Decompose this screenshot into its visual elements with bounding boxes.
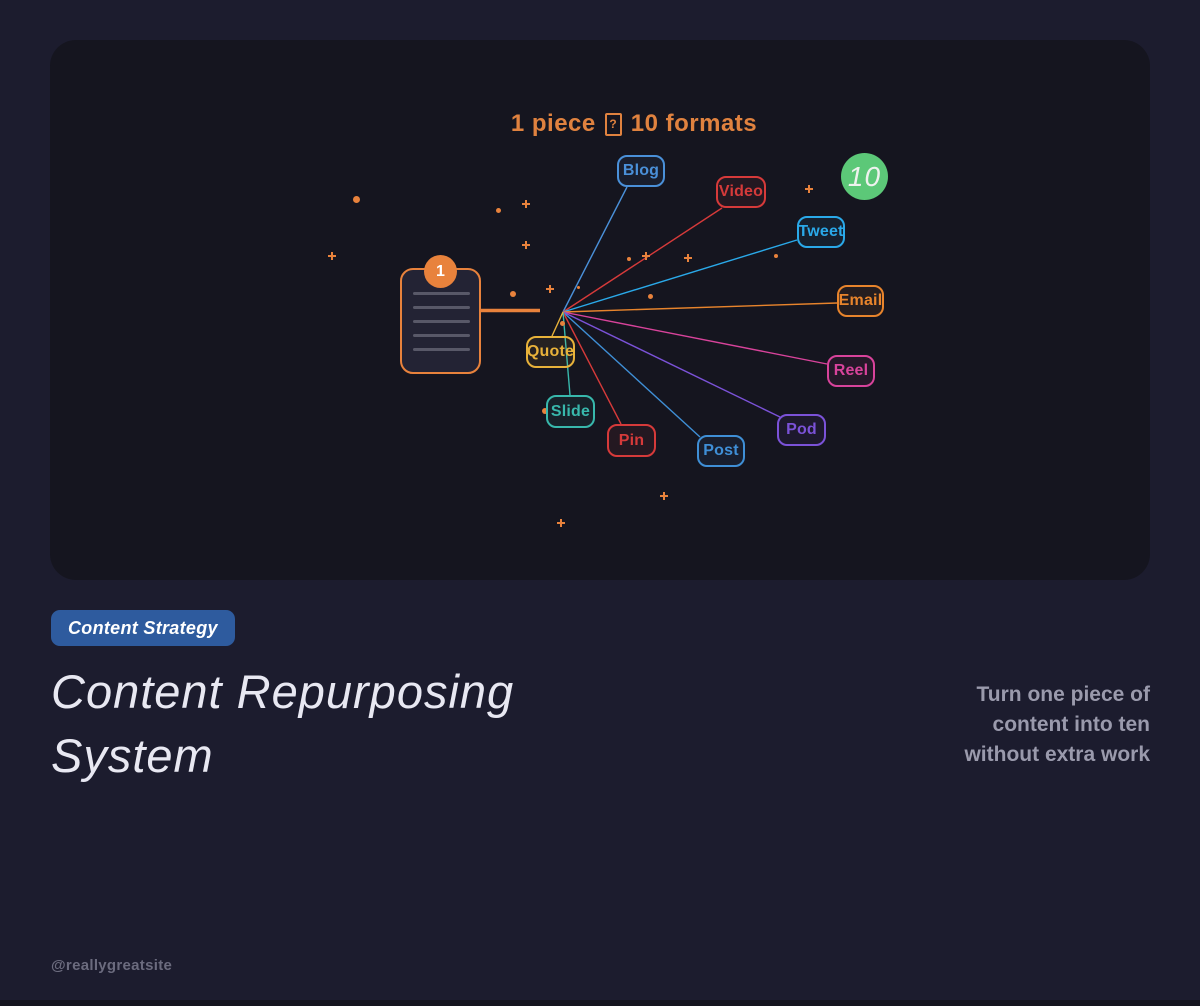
decor-sparkle [328, 252, 336, 260]
node-pod: Pod [777, 414, 826, 446]
decor-dot [647, 293, 653, 299]
page-title: Content Repurposing System [51, 665, 515, 782]
decor-sparkle [684, 254, 692, 262]
category-badge: Content Strategy [51, 610, 235, 646]
node-pin: Pin [607, 424, 656, 457]
decor-sparkle [522, 200, 530, 208]
heading-text-after: 10 formats [630, 110, 758, 137]
bottom-strip [0, 1000, 1200, 1006]
node-slide: Slide [546, 395, 595, 428]
decor-dot [542, 408, 548, 414]
node-email: Email [837, 285, 884, 317]
decor-sparkle [546, 285, 554, 293]
doc-text-line [413, 292, 470, 295]
source-document-icon [400, 268, 481, 374]
decor-sparkle [522, 241, 530, 249]
count-ten-badge: 10 [841, 153, 888, 200]
node-quote: Quote [526, 336, 575, 368]
decor-sparkle [805, 185, 813, 193]
diagram-heading: 1 piece ? 10 formats [434, 110, 834, 138]
decor-dot [495, 207, 501, 213]
decor-sparkle [660, 492, 668, 500]
count-one-badge: 1 [424, 255, 457, 288]
node-reel: Reel [827, 355, 875, 387]
doc-text-line [413, 334, 470, 337]
doc-text-line [413, 348, 470, 351]
decor-dot [576, 285, 580, 289]
decor-dot [510, 291, 516, 297]
decor-dot [774, 254, 778, 258]
node-blog: Blog [617, 155, 665, 187]
decor-dot [352, 195, 360, 203]
node-tweet: Tweet [797, 216, 845, 248]
heading-text-before: 1 piece [510, 110, 596, 137]
missing-glyph-box: ? [604, 112, 622, 136]
doc-text-line [413, 320, 470, 323]
node-post: Post [697, 435, 745, 467]
decor-sparkle [642, 252, 650, 260]
node-video: Video [716, 176, 766, 208]
subtitle-text: Turn one piece of content into ten witho… [964, 683, 1150, 766]
social-handle: @reallygreatsite [51, 957, 173, 974]
decor-dot [559, 320, 565, 326]
decor-dot [627, 257, 631, 261]
doc-text-line [413, 306, 470, 309]
decor-sparkle [557, 519, 565, 527]
